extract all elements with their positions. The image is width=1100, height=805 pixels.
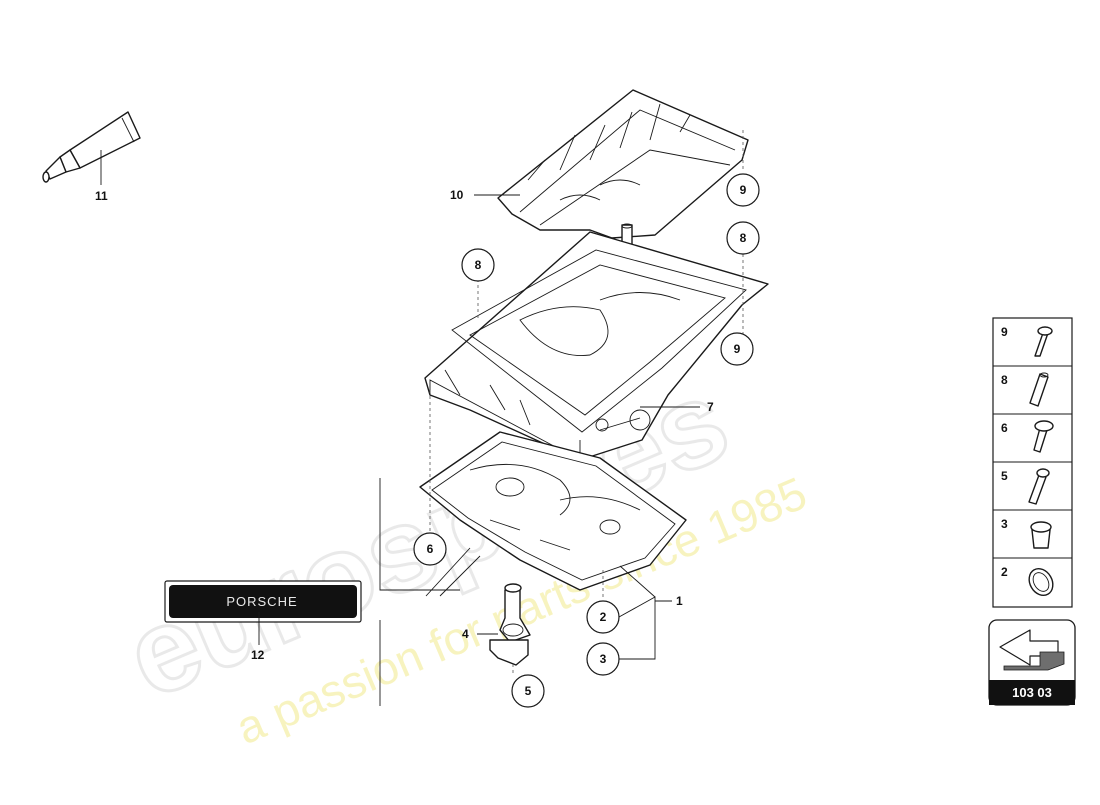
sealant-tube-part[interactable] [42, 111, 141, 183]
callout-circle-9-right [720, 332, 754, 366]
badge-text: PORSCHE [226, 594, 297, 609]
callout-3: 3 [600, 652, 607, 666]
callout-8-left: 8 [475, 258, 482, 272]
drain-plug-icon [1030, 521, 1052, 549]
callout-circle-6 [413, 532, 447, 566]
legend-row-6[interactable]: 6 [1001, 420, 1054, 453]
legend-row-9[interactable]: 9 [1001, 325, 1053, 357]
callout-circle-3 [586, 642, 620, 676]
callout-circle-2 [586, 600, 620, 634]
seal-ring-icon [1028, 567, 1054, 597]
callout-9-right: 9 [734, 342, 741, 356]
callout-4: 4 [462, 627, 469, 641]
callout-9-top: 9 [740, 183, 747, 197]
legend-row-2[interactable]: 2 [1001, 564, 1058, 599]
legend-label-8: 8 [1001, 373, 1008, 387]
callout-circle-8-left [461, 248, 495, 282]
callout-6: 6 [427, 542, 434, 556]
direction-arrow-icon [999, 629, 1065, 671]
legend-row-8[interactable]: 8 [1001, 372, 1049, 407]
callout-7: 7 [707, 400, 714, 414]
bolt-long-icon [1028, 468, 1050, 505]
callout-circle-5 [511, 674, 545, 708]
legend-label-9: 9 [1001, 325, 1008, 339]
callout-10: 10 [450, 188, 464, 202]
legend-row-3[interactable]: 3 [1001, 517, 1052, 549]
callout-11: 11 [95, 189, 108, 203]
callout-5: 5 [525, 684, 532, 698]
oil-sump-part[interactable] [419, 431, 687, 591]
callout-circle-8-right [726, 221, 760, 255]
callout-2: 2 [600, 610, 607, 624]
callout-12: 12 [251, 648, 265, 662]
page-reference[interactable]: 103 03 [988, 619, 1076, 706]
oil-pan-housing-part[interactable] [424, 231, 769, 461]
legend-label-6: 6 [1001, 421, 1008, 435]
callout-1: 1 [676, 594, 683, 608]
bolt-collar-icon [1033, 420, 1054, 453]
fastener-legend: 9 8 6 5 [992, 317, 1073, 608]
legend-label-2: 2 [1001, 565, 1008, 579]
legend-label-5: 5 [1001, 469, 1008, 483]
dowel-pin-icon [1029, 372, 1049, 407]
page-ref-code: 103 03 [1012, 685, 1052, 700]
callout-circle-9-top [726, 173, 760, 207]
legend-label-3: 3 [1001, 517, 1008, 531]
bolt-torx-icon [1034, 326, 1053, 357]
oil-level-sensor-part[interactable] [489, 583, 531, 666]
legend-row-5[interactable]: 5 [1001, 468, 1050, 505]
porsche-badge-part[interactable]: PORSCHE [164, 580, 362, 623]
callout-8-right: 8 [740, 231, 747, 245]
